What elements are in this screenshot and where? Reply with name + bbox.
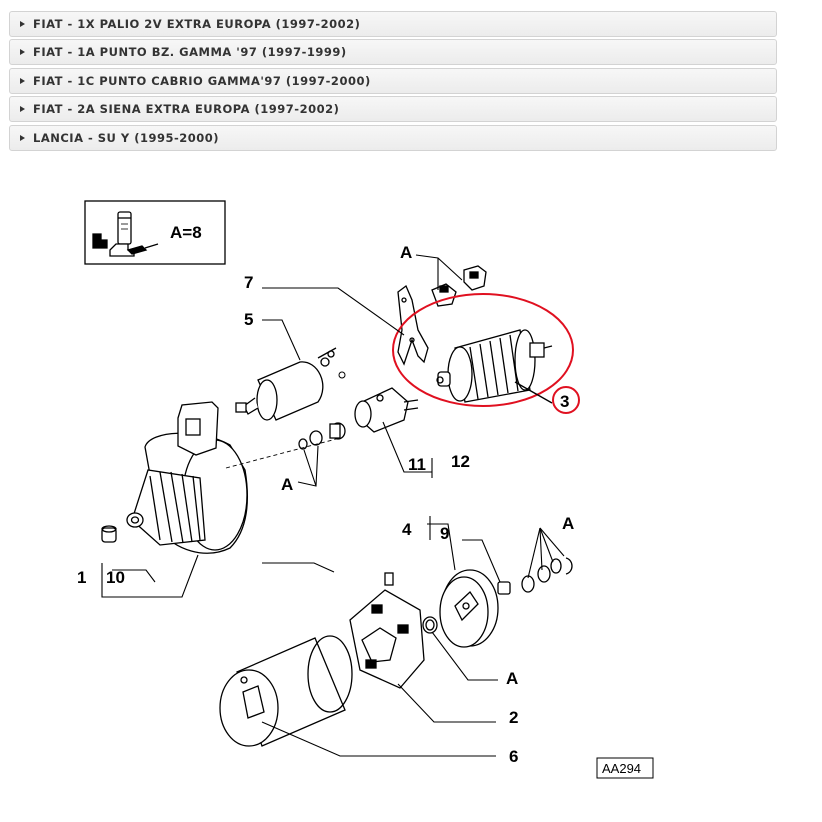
- accordion-label: FIAT - 1X PALIO 2V EXTRA EUROPA (1997-20…: [33, 17, 361, 31]
- brush-holder: [349, 572, 425, 689]
- grease-tube-icon: [92, 211, 159, 257]
- accordion-label: LANCIA - SU Y (1995-2000): [33, 130, 220, 145]
- part-label-5: 5: [244, 310, 253, 329]
- part-label-9: 9: [440, 524, 449, 543]
- commutator-end-plate: [439, 569, 499, 648]
- expand-arrow-icon: [20, 106, 25, 113]
- grease-legend: A=8: [84, 200, 226, 265]
- accordion-label: FIAT - 2A SIENA EXTRA EUROPA (1997-2002): [33, 102, 340, 117]
- drive-pinion: [354, 387, 419, 433]
- part-label-a: A: [400, 243, 412, 262]
- armature-rotor: [436, 329, 553, 403]
- grease-note: A=8: [170, 223, 202, 242]
- expand-arrow-icon: [20, 21, 25, 27]
- accordion-label: FIAT - 1A PUNTO BZ. GAMMA '97 (1997-1999…: [33, 45, 347, 60]
- leader-lines: [101, 254, 565, 757]
- exploded-parts-diagram: A=8: [77, 200, 654, 779]
- part-label-a: A: [506, 669, 518, 688]
- part-label-6: 6: [509, 747, 518, 766]
- bushing: [101, 525, 117, 543]
- accordion-item-siena[interactable]: FIAT - 2A SIENA EXTRA EUROPA (1997-2002): [9, 96, 777, 123]
- stator-yoke: [219, 635, 353, 747]
- accordion-item-punto[interactable]: FIAT - 1A PUNTO BZ. GAMMA '97 (1997-1999…: [9, 39, 777, 66]
- part-label-2: 2: [509, 708, 518, 727]
- accordion-item-lancia-y[interactable]: LANCIA - SU Y (1995-2000): [9, 124, 777, 151]
- highlight-circle: [552, 386, 580, 414]
- expand-arrow-icon: [20, 49, 25, 56]
- part-label-1: 1: [77, 568, 86, 587]
- part-label-a: A: [562, 514, 574, 533]
- part-label-a: A: [281, 475, 293, 494]
- part-label-3: 3: [560, 392, 569, 411]
- part-label-11: 11: [408, 455, 426, 474]
- accordion-item-palio[interactable]: FIAT - 1X PALIO 2V EXTRA EUROPA (1997-20…: [9, 11, 777, 37]
- model-accordion: FIAT - 1X PALIO 2V EXTRA EUROPA (1997-20…: [9, 11, 777, 153]
- expand-arrow-icon: [20, 77, 25, 84]
- accordion-label: FIAT - 1C PUNTO CABRIO GAMMA'97 (1997-20…: [33, 73, 371, 88]
- diagram-reference: AA294: [596, 757, 654, 779]
- shift-fork: [397, 284, 429, 366]
- highlight-ellipse: [392, 293, 574, 407]
- retaining-rings: [298, 422, 346, 450]
- washer-set: [422, 557, 573, 634]
- part-label-12: 12: [451, 452, 470, 471]
- starter-drive-housing: [126, 401, 341, 554]
- solenoid-switch: [235, 347, 346, 421]
- part-label-7: 7: [244, 273, 253, 292]
- expand-arrow-icon: [20, 134, 25, 141]
- part-label-4: 4: [402, 520, 412, 539]
- reference-code: AA294: [602, 761, 641, 776]
- accordion-item-punto-cabrio[interactable]: FIAT - 1C PUNTO CABRIO GAMMA'97 (1997-20…: [9, 67, 777, 94]
- part-label-10: 10: [106, 568, 125, 587]
